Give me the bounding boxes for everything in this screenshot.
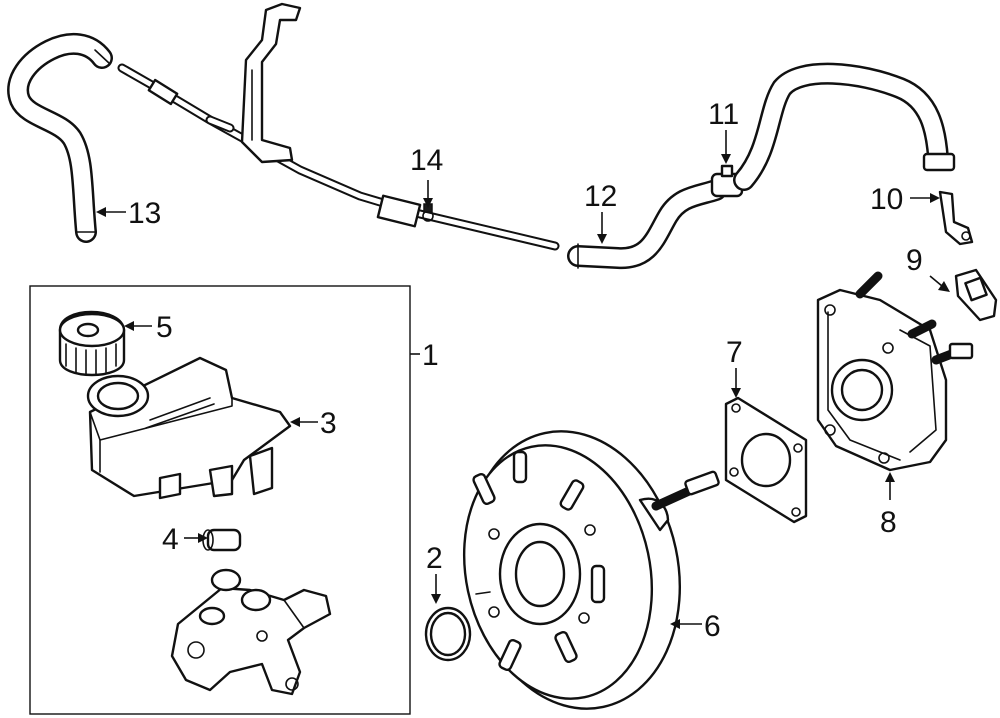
part-14-vacuum-tube-assembly [117, 2, 560, 251]
callout-8: 8 [880, 506, 897, 539]
part-7-gasket [724, 396, 808, 524]
callout-11: 11 [708, 98, 739, 131]
callout-leaders [96, 130, 950, 629]
master-cylinder-body [170, 568, 332, 696]
callout-6: 6 [704, 610, 721, 643]
callout-9: 9 [906, 244, 923, 277]
part-10-hose-fitting [938, 190, 974, 246]
callout-3: 3 [320, 407, 337, 440]
callout-10: 10 [870, 183, 903, 216]
part-5-reservoir-cap [58, 310, 126, 377]
part-6-brake-booster [462, 430, 720, 710]
callout-13: 13 [128, 197, 161, 230]
callout-14: 14 [410, 144, 443, 177]
part-13-vacuum-hose [7, 32, 113, 243]
part-2-seal [424, 606, 472, 662]
part-4-grommet [202, 528, 242, 552]
part-12-hose [567, 179, 727, 270]
callout-4: 4 [162, 523, 179, 556]
part-8-vacuum-pump [816, 271, 974, 472]
callout-12: 12 [584, 180, 617, 213]
callout-2: 2 [426, 542, 443, 575]
callout-labels: 13 14 12 11 10 9 8 7 6 2 5 3 4 1 [128, 98, 923, 643]
part-1-master-cylinder-group-frame [29, 285, 411, 715]
part-3-reservoir [86, 356, 292, 500]
callout-7: 7 [726, 336, 743, 369]
callout-5: 5 [156, 311, 173, 344]
hose-right-upper [733, 62, 956, 191]
part-9-vacuum-sensor [954, 268, 998, 322]
callout-1: 1 [422, 339, 439, 372]
